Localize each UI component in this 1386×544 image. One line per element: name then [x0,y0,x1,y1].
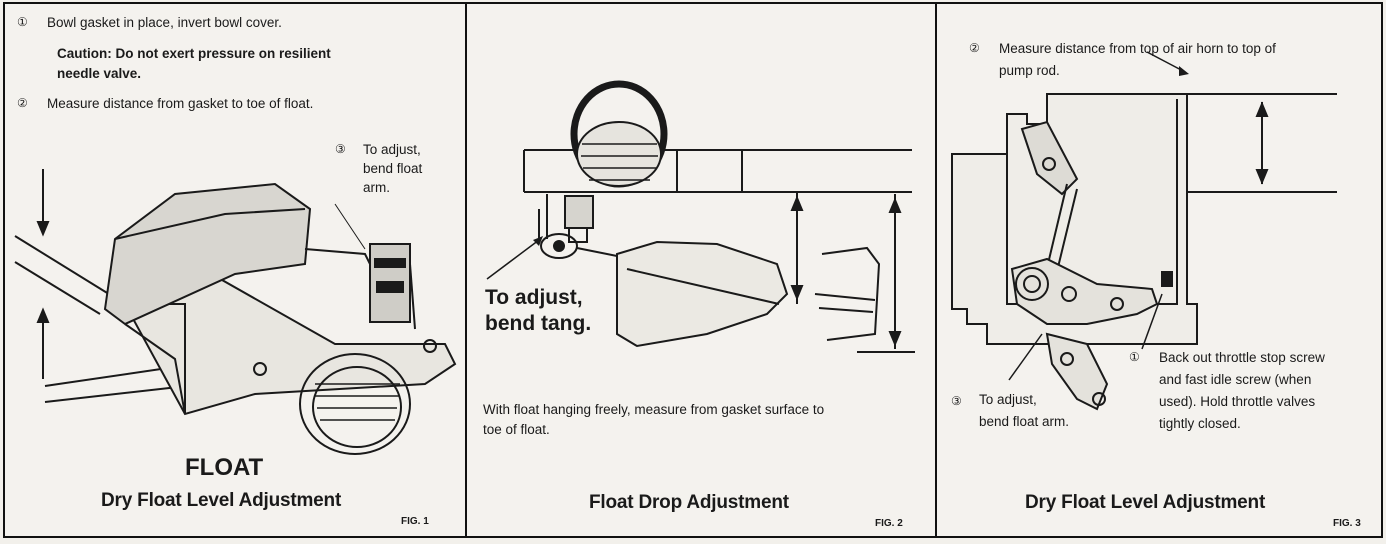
figure-2-label: FIG. 2 [875,518,903,529]
instruction-sheet: ① Bowl gasket in place, invert bowl cove… [3,2,1383,538]
step-2-line-1: Measure distance from top of air horn to… [999,41,1276,56]
adjust-tang-line-1: To adjust, [485,286,583,309]
caution-line-1: Caution: Do not exert pressure on resili… [57,46,331,61]
step-2-number: ② [17,96,28,110]
step-3-line-3: arm. [363,180,390,195]
step-2-text: Measure distance from gasket to toe of f… [47,96,314,111]
step-1-line-4: tightly closed. [1159,416,1241,431]
caution-line-2: needle valve. [57,66,142,81]
step-1-number: ① [1129,350,1140,364]
float-drop-illustration [486,80,915,353]
step-1-line-1: Back out throttle stop screw [1159,350,1325,365]
step-1-line-3: used). Hold throttle valves [1159,394,1316,409]
figure-2-caption: Float Drop Adjustment [589,492,789,513]
figure-1-panel: ① Bowl gasket in place, invert bowl cove… [5,4,463,536]
step-3-line-2: bend float [363,161,423,176]
float-drop-note-line-1: With float hanging freely, measure from … [483,402,825,417]
step-3-line-1: To adjust, [363,142,421,157]
step-1-text: Bowl gasket in place, invert bowl cover. [47,15,282,30]
step-3-number: ③ [951,394,962,408]
float-label: FLOAT [185,454,264,481]
adjust-tang-line-2: bend tang. [485,312,592,335]
step-3-line-1: To adjust, [979,392,1037,407]
step-2-number: ② [969,41,980,55]
step-3-line-2: bend float arm. [979,414,1070,429]
figure-1-label: FIG. 1 [401,516,429,527]
figure-3-panel: ② Measure distance from top of air horn … [935,4,1383,536]
figure-3-caption: Dry Float Level Adjustment [1025,492,1266,513]
figure-2-panel: To adjust, bend tang. With float hanging… [465,4,935,536]
step-3-number: ③ [335,142,346,156]
pump-rod-illustration [951,51,1337,411]
float-level-illustration [14,169,457,455]
float-drop-note-line-2: toe of float. [483,422,550,437]
step-1-line-2: and fast idle screw (when [1159,372,1312,387]
step-1-number: ① [17,15,28,29]
figure-3-label: FIG. 3 [1333,518,1361,529]
figure-1-caption: Dry Float Level Adjustment [101,490,342,511]
step-2-line-2: pump rod. [999,63,1060,78]
